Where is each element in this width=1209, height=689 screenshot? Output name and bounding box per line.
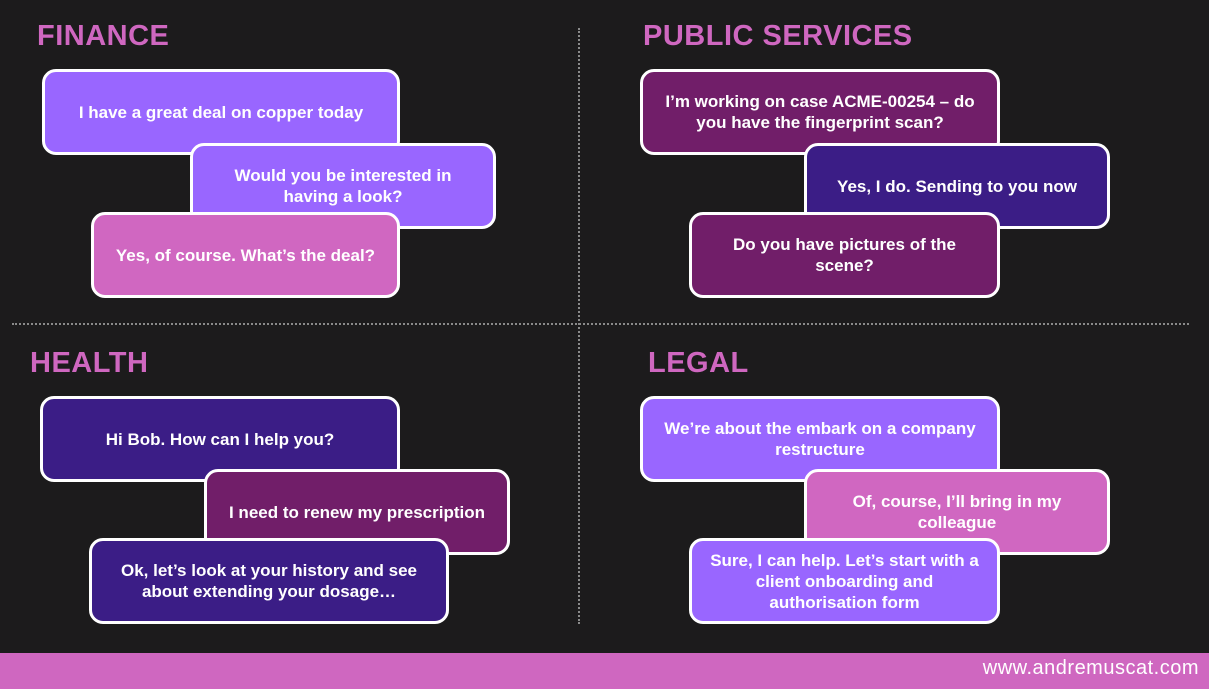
health-bubble-3: Ok, let’s look at your history and see a… — [89, 538, 449, 624]
finance-bubble-1: I have a great deal on copper today — [42, 69, 400, 155]
legal-bubble-1: We’re about the embark on a company rest… — [640, 396, 1000, 482]
vertical-divider — [578, 28, 580, 624]
legal-bubble-3: Sure, I can help. Let’s start with a cli… — [689, 538, 1000, 624]
health-heading: HEALTH — [30, 347, 149, 379]
horizontal-divider — [12, 323, 1189, 325]
footer-bar: www.andremuscat.com — [0, 653, 1209, 689]
finance-bubble-2: Would you be interested in having a look… — [190, 143, 496, 229]
public-services-heading: PUBLIC SERVICES — [643, 20, 913, 52]
finance-heading: FINANCE — [37, 20, 170, 52]
legal-heading: LEGAL — [648, 347, 749, 379]
public-services-bubble-3: Do you have pictures of the scene? — [689, 212, 1000, 298]
health-bubble-1: Hi Bob. How can I help you? — [40, 396, 400, 482]
finance-bubble-3: Yes, of course. What’s the deal? — [91, 212, 400, 298]
footer-url[interactable]: www.andremuscat.com — [982, 657, 1199, 679]
health-bubble-2: I need to renew my prescription — [204, 469, 510, 555]
